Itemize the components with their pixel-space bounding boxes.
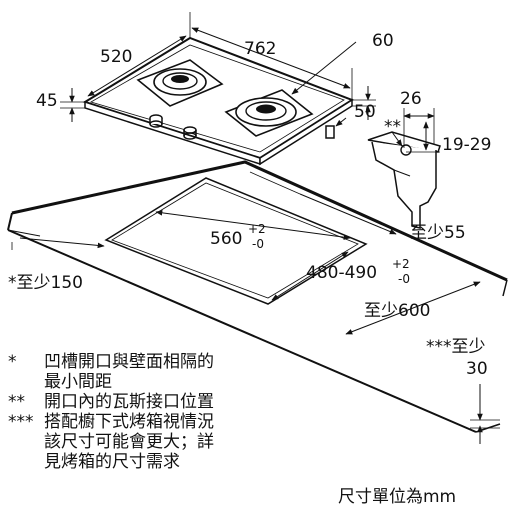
hob-width-label: 762 (244, 39, 276, 59)
detail-width-label: 26 (400, 89, 422, 109)
connector-detail (367, 108, 441, 229)
min-30-value: 30 (466, 359, 488, 379)
detail-range-label: 19-29 (442, 135, 491, 155)
note-1-cont: 最小間距 (8, 372, 214, 392)
cutout-width-tol-minus: -0 (252, 237, 264, 251)
footnotes: * 凹槽開口與壁面相隔的 最小間距 ** 開口內的瓦斯接口位置 *** 搭配櫥下… (8, 352, 214, 472)
note-1-line-2: 最小間距 (44, 372, 112, 392)
hob-drawing (60, 12, 376, 166)
hob-depth-label: 520 (100, 47, 132, 67)
cutout-depth-tol-minus: -0 (398, 272, 410, 286)
min-150-label: *至少150 (8, 273, 83, 293)
note-2-mark: ** (8, 392, 25, 412)
cutout-width-label: 560 (210, 229, 242, 249)
detail-marker-label: ** (384, 117, 401, 137)
note-3-cont-2: 見烤箱的尺寸需求 (8, 452, 214, 472)
min-55-label: 至少55 (410, 223, 466, 243)
note-3: *** 搭配櫥下式烤箱視情況 (8, 412, 214, 432)
note-2: ** 開口內的瓦斯接口位置 (8, 392, 214, 412)
note-3-line-2: 該尺寸可能會更大；詳 (44, 432, 214, 452)
note-3-mark: *** (8, 412, 34, 432)
burner-right (224, 89, 314, 137)
note-3-cont-1: 該尺寸可能會更大；詳 (8, 432, 214, 452)
control-knobs (149, 114, 197, 140)
unit-note: 尺寸單位為mm (338, 487, 457, 507)
note-2-line-1: 開口內的瓦斯接口位置 (44, 392, 214, 412)
cutout-depth-tol-plus: +2 (392, 257, 410, 271)
min-30-label: ***至少 (426, 337, 486, 357)
cutout-depth-label: 480-490 (306, 263, 377, 283)
gas-connector (325, 125, 335, 139)
cutout-width-tol-plus: +2 (248, 222, 266, 236)
note-3-line-1: 搭配櫥下式烤箱視情況 (44, 412, 214, 432)
hob-height-label: 45 (36, 91, 58, 111)
note-1: * 凹槽開口與壁面相隔的 (8, 352, 214, 372)
min-600-label: 至少600 (364, 301, 430, 321)
offset-50-label: 50 (354, 102, 376, 122)
note-1-line-1: 凹槽開口與壁面相隔的 (44, 352, 214, 372)
offset-60-label: 60 (372, 31, 394, 51)
note-3-line-3: 見烤箱的尺寸需求 (44, 452, 180, 472)
note-1-mark: * (8, 352, 17, 372)
